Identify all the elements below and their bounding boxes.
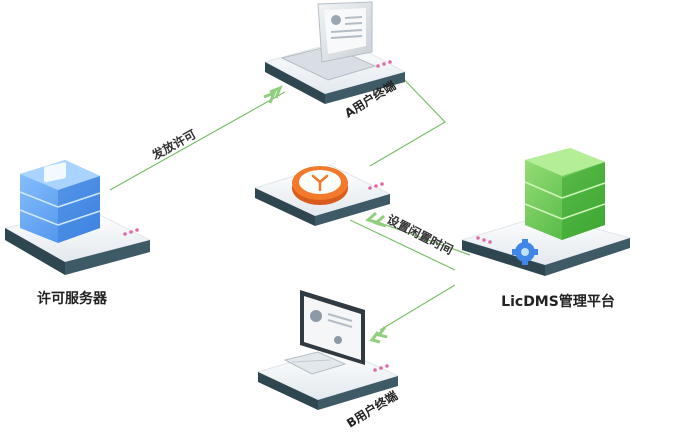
clock-node <box>253 164 392 226</box>
blue-server-icon <box>19 160 101 243</box>
arrow-to-client-a <box>263 85 283 104</box>
green-server-icon <box>524 148 606 240</box>
line-client-a-to-platform <box>369 69 446 167</box>
gear-icon <box>512 239 538 265</box>
arrow-to-client-b <box>369 326 388 344</box>
clock-icon <box>292 166 348 205</box>
connection-lines <box>109 69 471 331</box>
client-a-node <box>263 1 407 104</box>
client-b-node <box>256 290 400 410</box>
licdms-label: LicDMS管理平台 <box>501 293 615 310</box>
edge-label-set-idle-time: 设置闲置时间 <box>385 211 456 257</box>
line-platform-to-client-b-2 <box>379 284 456 331</box>
license-server-label: 许可服务器 <box>37 290 108 307</box>
desktop-icon <box>283 290 365 375</box>
arrow-to-clock <box>364 211 387 228</box>
line-server-to-client-a <box>109 91 286 191</box>
laptop-icon <box>280 1 377 81</box>
license-server-node <box>3 160 152 275</box>
line-licdms-to-clock <box>371 219 471 256</box>
licdms-node <box>460 148 632 276</box>
line-platform-to-client-b <box>349 219 456 271</box>
